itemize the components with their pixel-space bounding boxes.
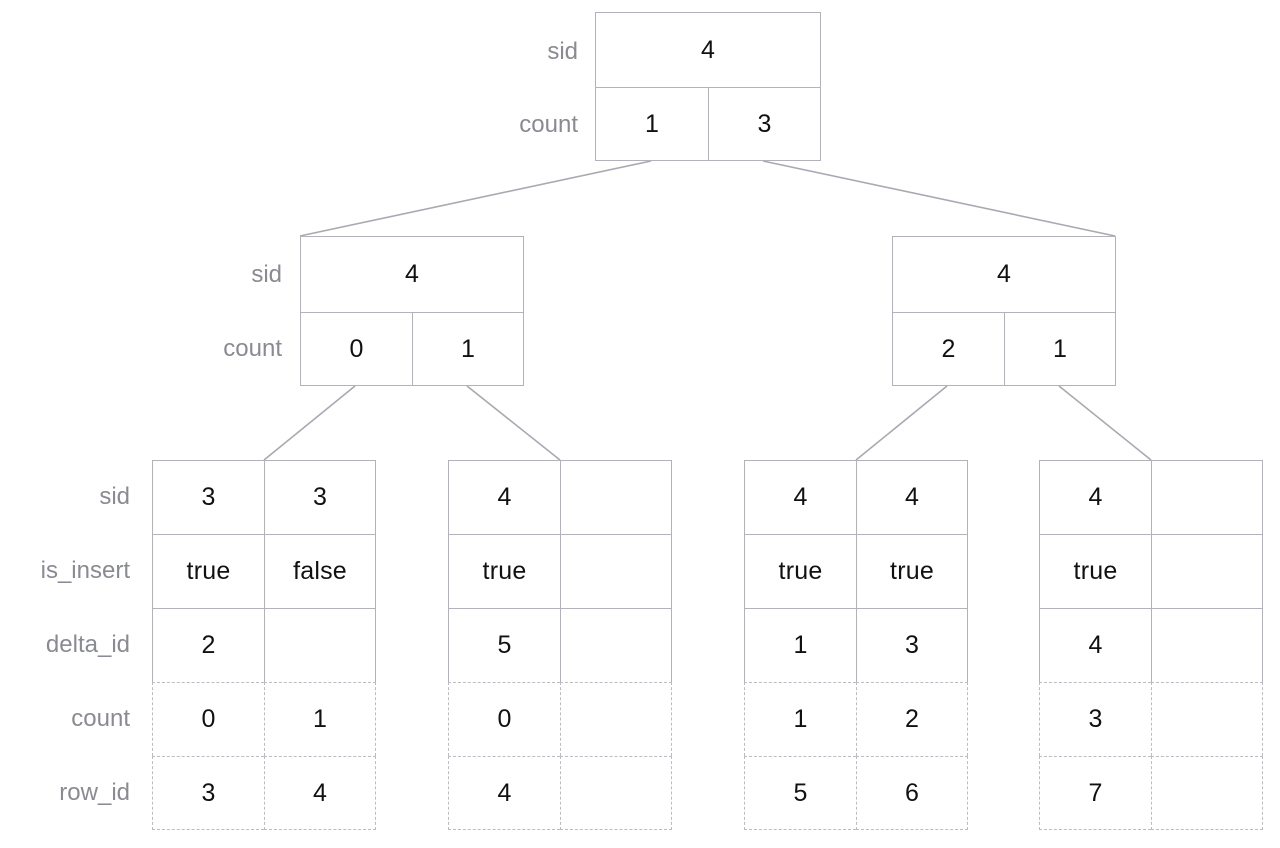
leaf-1-row-id-value-0: 3 bbox=[152, 756, 264, 830]
leaf-2-sid-value-1 bbox=[560, 460, 672, 534]
leaf-3-row-id-value-0: 5 bbox=[744, 756, 856, 830]
leaf-1-count-row: 0 1 bbox=[152, 682, 376, 756]
leaf-node-3: 4 4 true true 1 3 1 2 5 6 bbox=[744, 460, 968, 830]
edge-root-to-left-child bbox=[299, 160, 652, 237]
leaf-3-sid-value-0: 4 bbox=[744, 460, 856, 534]
leaf-node-2: 4 true 5 0 4 bbox=[448, 460, 672, 830]
level2-label-sid: sid bbox=[251, 261, 282, 288]
leaf-1-sid-value-1: 3 bbox=[264, 460, 376, 534]
level2-left-count-row: 0 1 bbox=[300, 312, 524, 386]
leaf-1-sid-row: 3 3 bbox=[152, 460, 376, 534]
leaf-2-row-id-row: 4 bbox=[448, 756, 672, 830]
leaf-label-is-insert: is_insert bbox=[40, 557, 130, 584]
leaf-2-count-value-1 bbox=[560, 682, 672, 756]
leaf-3-count-row: 1 2 bbox=[744, 682, 968, 756]
leaf-3-is-insert-value-1: true bbox=[856, 534, 968, 608]
leaf-1-is-insert-value-0: true bbox=[152, 534, 264, 608]
edge-left-child-to-leaf-2 bbox=[466, 385, 561, 461]
leaf-4-sid-value-1 bbox=[1151, 460, 1263, 534]
leaf-4-is-insert-value-0: true bbox=[1039, 534, 1151, 608]
leaf-3-sid-value-1: 4 bbox=[856, 460, 968, 534]
leaf-4-row-id-value-1 bbox=[1151, 756, 1263, 830]
leaf-4-delta-id-value-0: 4 bbox=[1039, 608, 1151, 682]
leaf-1-row-id-row: 3 4 bbox=[152, 756, 376, 830]
level2-right-count-value-1: 1 bbox=[1004, 312, 1116, 386]
level2-right-count-row: 2 1 bbox=[892, 312, 1116, 386]
leaf-4-row-id-row: 7 bbox=[1039, 756, 1263, 830]
leaf-4-delta-id-row: 4 bbox=[1039, 608, 1263, 682]
leaf-2-is-insert-value-0: true bbox=[448, 534, 560, 608]
leaf-1-delta-id-row: 2 bbox=[152, 608, 376, 682]
level2-right-sid-row: 4 bbox=[892, 236, 1116, 312]
leaf-1-delta-id-value-0: 2 bbox=[152, 608, 264, 682]
leaf-2-sid-value-0: 4 bbox=[448, 460, 560, 534]
leaf-1-is-insert-row: true false bbox=[152, 534, 376, 608]
root-sid-value: 4 bbox=[595, 12, 821, 87]
leaf-1-count-value-1: 1 bbox=[264, 682, 376, 756]
level2-left-sid-row: 4 bbox=[300, 236, 524, 312]
leaf-4-is-insert-row: true bbox=[1039, 534, 1263, 608]
leaf-2-count-row: 0 bbox=[448, 682, 672, 756]
leaf-4-count-value-1 bbox=[1151, 682, 1263, 756]
leaf-label-row-id: row_id bbox=[59, 779, 130, 806]
leaf-4-count-row: 3 bbox=[1039, 682, 1263, 756]
leaf-3-row-id-value-1: 6 bbox=[856, 756, 968, 830]
leaf-3-is-insert-row: true true bbox=[744, 534, 968, 608]
level2-left-count-value-0: 0 bbox=[300, 312, 412, 386]
level2-right-count-value-0: 2 bbox=[892, 312, 1004, 386]
leaf-1-delta-id-value-1 bbox=[264, 608, 376, 682]
root-label-count: count bbox=[519, 111, 578, 138]
leaf-1-count-value-0: 0 bbox=[152, 682, 264, 756]
leaf-node-4: 4 true 4 3 7 bbox=[1039, 460, 1263, 830]
leaf-3-delta-id-value-0: 1 bbox=[744, 608, 856, 682]
leaf-4-sid-row: 4 bbox=[1039, 460, 1263, 534]
leaf-3-is-insert-value-0: true bbox=[744, 534, 856, 608]
root-node: 4 1 3 bbox=[595, 12, 821, 161]
leaf-1-sid-value-0: 3 bbox=[152, 460, 264, 534]
level2-left-count-value-1: 1 bbox=[412, 312, 524, 386]
leaf-1-row-id-value-1: 4 bbox=[264, 756, 376, 830]
leaf-4-count-value-0: 3 bbox=[1039, 682, 1151, 756]
leaf-3-count-value-1: 2 bbox=[856, 682, 968, 756]
level2-node-right: 4 2 1 bbox=[892, 236, 1116, 386]
level2-label-count: count bbox=[223, 335, 282, 362]
leaf-3-count-value-0: 1 bbox=[744, 682, 856, 756]
leaf-1-is-insert-value-1: false bbox=[264, 534, 376, 608]
leaf-3-row-id-row: 5 6 bbox=[744, 756, 968, 830]
level2-right-sid-value: 4 bbox=[892, 236, 1116, 312]
leaf-3-sid-row: 4 4 bbox=[744, 460, 968, 534]
leaf-4-row-id-value-0: 7 bbox=[1039, 756, 1151, 830]
root-label-sid: sid bbox=[547, 38, 578, 65]
leaf-2-delta-id-value-1 bbox=[560, 608, 672, 682]
root-count-value-0: 1 bbox=[595, 87, 708, 161]
root-count-value-1: 3 bbox=[708, 87, 821, 161]
root-sid-row: 4 bbox=[595, 12, 821, 87]
leaf-label-delta-id: delta_id bbox=[45, 631, 130, 658]
leaf-2-is-insert-row: true bbox=[448, 534, 672, 608]
leaf-3-delta-id-row: 1 3 bbox=[744, 608, 968, 682]
root-count-row: 1 3 bbox=[595, 87, 821, 161]
leaf-2-delta-id-row: 5 bbox=[448, 608, 672, 682]
leaf-2-delta-id-value-0: 5 bbox=[448, 608, 560, 682]
edge-root-to-right-child bbox=[762, 160, 1116, 237]
leaf-label-sid: sid bbox=[99, 483, 130, 510]
leaf-label-count: count bbox=[71, 705, 130, 732]
leaf-2-count-value-0: 0 bbox=[448, 682, 560, 756]
leaf-3-delta-id-value-1: 3 bbox=[856, 608, 968, 682]
level2-left-sid-value: 4 bbox=[300, 236, 524, 312]
leaf-4-is-insert-value-1 bbox=[1151, 534, 1263, 608]
edge-right-child-to-leaf-4 bbox=[1058, 385, 1152, 461]
leaf-4-delta-id-value-1 bbox=[1151, 608, 1263, 682]
leaf-2-is-insert-value-1 bbox=[560, 534, 672, 608]
leaf-2-sid-row: 4 bbox=[448, 460, 672, 534]
leaf-4-sid-value-0: 4 bbox=[1039, 460, 1151, 534]
edge-left-child-to-leaf-1 bbox=[263, 385, 356, 461]
edge-right-child-to-leaf-3 bbox=[855, 385, 948, 461]
leaf-2-row-id-value-0: 4 bbox=[448, 756, 560, 830]
leaf-2-row-id-value-1 bbox=[560, 756, 672, 830]
level2-node-left: 4 0 1 bbox=[300, 236, 524, 386]
leaf-node-1: 3 3 true false 2 0 1 3 4 bbox=[152, 460, 376, 830]
